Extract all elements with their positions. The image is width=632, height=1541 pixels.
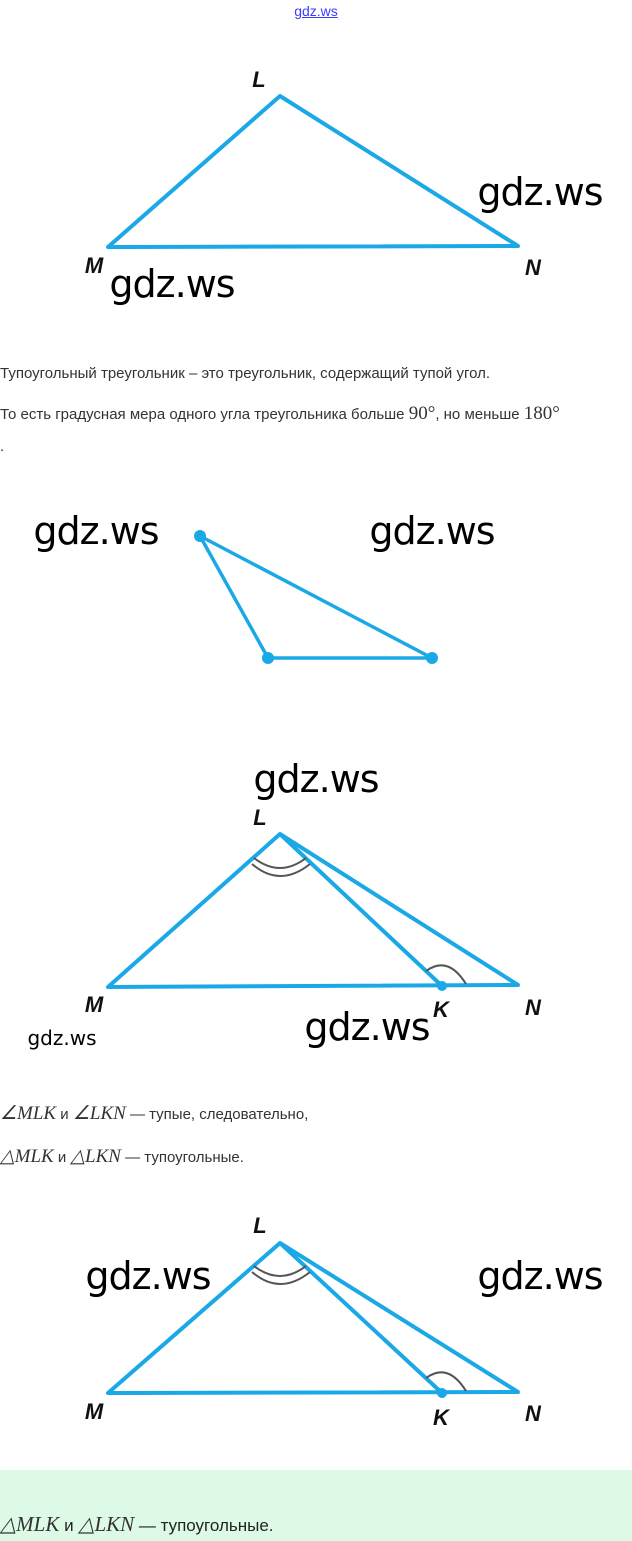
watermark: gdz.ws	[369, 509, 495, 553]
label-n: N	[525, 1401, 541, 1426]
vertex-dot	[262, 652, 274, 664]
text: , но меньше	[435, 406, 520, 423]
top-link[interactable]: gdz.ws	[294, 3, 338, 19]
obtuse-triangle	[198, 534, 434, 660]
angle-arc-mlk	[253, 857, 307, 869]
triangle-mln	[106, 94, 520, 249]
text: — тупоугольные.	[125, 1149, 244, 1166]
label-m: M	[84, 253, 104, 278]
label-n: N	[525, 255, 541, 280]
math-triangle-mlk: △MLK	[0, 1146, 54, 1167]
math-angle-lkn: ∠LKN	[72, 1103, 126, 1124]
math-triangle-lkn: △LKN	[70, 1146, 121, 1167]
watermark: gdz.ws	[33, 509, 159, 553]
text: — тупоугольные.	[138, 1516, 274, 1535]
angle-arc-mlk	[251, 1271, 311, 1285]
vertex-dot	[426, 652, 438, 664]
label-l: L	[253, 805, 267, 830]
watermark: gdz.ws	[477, 170, 603, 214]
vertex-dot	[194, 530, 206, 542]
definition-line-3: .	[0, 438, 5, 455]
angle-arc-lkn	[425, 964, 467, 985]
text: и	[64, 1516, 74, 1535]
math-angle-mlk: ∠MLK	[0, 1103, 57, 1124]
label-l: L	[253, 1213, 267, 1238]
text: — тупые, следовательно,	[129, 1106, 309, 1123]
label-m: M	[84, 992, 104, 1017]
conclusion-line-1: ∠MLK и ∠LKN — тупые, следовательно,	[0, 1102, 308, 1125]
math-180: 180°	[523, 403, 560, 424]
watermark: gdz.ws	[253, 757, 379, 801]
segment-lk	[278, 832, 444, 988]
text: То есть градусная мера одного угла треуг…	[0, 406, 405, 423]
angle-arc-mlk	[253, 1265, 307, 1277]
label-k: K	[433, 1405, 449, 1430]
segment-lk-2	[278, 1241, 444, 1395]
label-k: K	[433, 997, 449, 1022]
watermark: gdz.ws	[304, 1005, 430, 1049]
watermark: gdz.ws	[85, 1254, 211, 1298]
triangle-mln-k	[106, 832, 520, 989]
label-m: M	[84, 1399, 104, 1424]
answer-box: △MLK и △LKN — тупоугольные.	[0, 1470, 632, 1541]
math-90: 90°	[408, 403, 436, 424]
label-n: N	[525, 995, 541, 1020]
watermark: gdz.ws	[27, 1026, 97, 1050]
triangle-mln-k-2	[106, 1241, 520, 1395]
point-k	[437, 1388, 447, 1398]
watermark: gdz.ws	[477, 1254, 603, 1298]
definition-line-2: То есть градусная мера одного угла треуг…	[0, 403, 560, 425]
text: и	[60, 1106, 69, 1123]
point-k	[437, 981, 447, 991]
math-triangle-mlk: △MLK	[0, 1512, 60, 1536]
angle-arc-mlk	[251, 863, 311, 877]
math-triangle-lkn: △LKN	[78, 1512, 135, 1536]
conclusion-line-2: △MLK и △LKN — тупоугольные.	[0, 1145, 244, 1168]
watermark: gdz.ws	[109, 262, 235, 306]
definition-line-1: Тупоугольный треугольник – это треугольн…	[0, 365, 491, 382]
text: и	[57, 1149, 67, 1166]
angle-arc-lkn	[425, 1371, 467, 1392]
answer-text: △MLK и △LKN — тупоугольные.	[0, 1512, 274, 1537]
label-l: L	[252, 67, 266, 92]
